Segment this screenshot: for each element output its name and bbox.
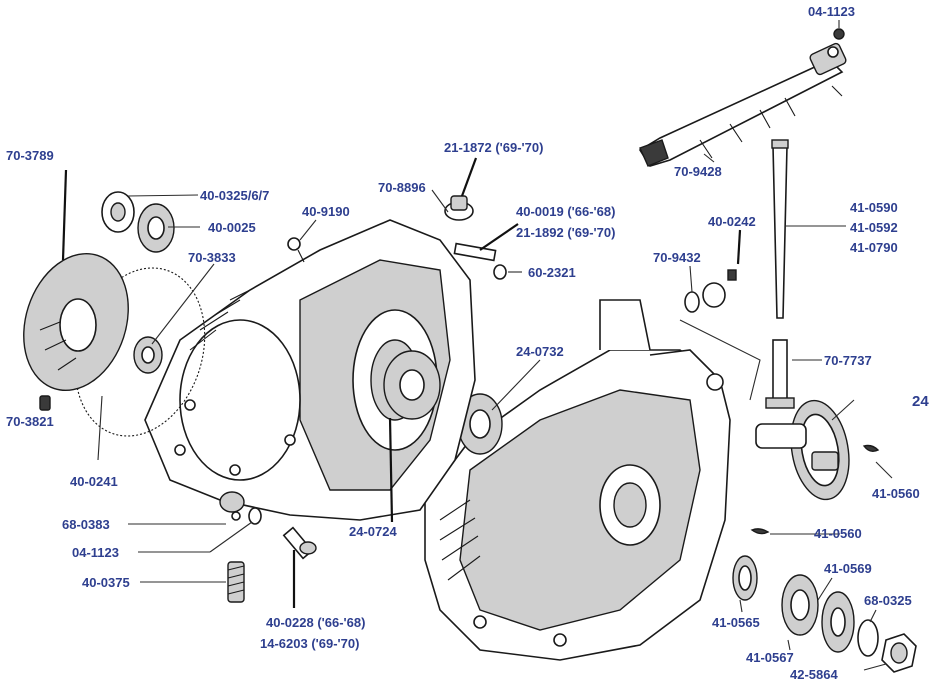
bushing-68-0383: [219, 491, 245, 521]
seal-40-0025: [137, 203, 175, 253]
screw-70-3821: [39, 395, 51, 411]
bearing-24-0732: [457, 393, 503, 455]
right-crankcase: [424, 299, 731, 661]
label-41-0560-right: 41-0560: [872, 486, 920, 501]
outer-cover: [23, 252, 129, 392]
plate-40-0242: [702, 269, 737, 308]
filler-plug: [444, 195, 474, 221]
label-40-0241: 40-0241: [70, 474, 118, 489]
label-41-0567: 41-0567: [746, 650, 794, 665]
label-70-3833: 70-3833: [188, 250, 236, 265]
label-41-0569: 41-0569: [824, 561, 872, 576]
label-21-1872: 21-1872 ('69-'70): [444, 140, 543, 155]
bolt-40-0228: [282, 526, 317, 560]
seal-70-3833: [133, 336, 163, 374]
stud-40-0375: [227, 561, 245, 603]
oil-seal-41-0565: [732, 555, 758, 601]
pinion-41-0567: [781, 574, 819, 636]
label-40-0325: 40-0325/6/7: [200, 188, 269, 203]
label-04-1123-top: 04-1123: [808, 4, 855, 19]
label-24-0724: 24-0724: [349, 524, 397, 539]
gasket-outline-line: [679, 319, 761, 401]
label-40-0228: 40-0228 ('66-'68): [266, 615, 365, 630]
label-40-0375: 40-0375: [82, 575, 130, 590]
washer-68-0325: [857, 619, 879, 657]
label-41-0565: 41-0565: [712, 615, 760, 630]
pushrod-tube: [771, 139, 789, 319]
label-41-0790: 41-0790: [850, 240, 898, 255]
nut-top: [833, 28, 845, 40]
eye-bolt: [287, 237, 305, 263]
nut-42-5864: [881, 633, 917, 673]
woodruff-key-mid: [750, 528, 770, 535]
label-24-0732: 24-0732: [516, 344, 564, 359]
breather-shaft: [638, 42, 847, 167]
label-68-0383: 68-0383: [62, 517, 110, 532]
gasket-70-9432: [684, 291, 700, 313]
stud-40-0019: [453, 242, 497, 262]
label-24: 24: [912, 393, 929, 410]
label-70-9432: 70-9432: [653, 250, 701, 265]
label-21-1892: 21-1892 ('69-'70): [516, 225, 615, 240]
woodruff-key-right: [862, 444, 880, 453]
label-70-7737: 70-7737: [824, 353, 872, 368]
label-41-0592: 41-0592: [850, 220, 898, 235]
spacer-40-0325: [101, 191, 135, 233]
label-42-5864: 42-5864: [790, 667, 838, 682]
label-04-1123-low: 04-1123: [72, 545, 119, 560]
gear-41-0569: [821, 591, 855, 653]
label-70-8896: 70-8896: [378, 180, 426, 195]
bearing-24-0724: [383, 350, 441, 420]
washer-60-2321: [493, 264, 507, 280]
label-41-0590: 41-0590: [850, 200, 898, 215]
nut-04-1123-low: [248, 507, 262, 525]
label-40-0242: 40-0242: [708, 214, 756, 229]
tappet: [765, 339, 795, 409]
label-60-2321: 60-2321: [528, 265, 576, 280]
label-40-9190: 40-9190: [302, 204, 350, 219]
label-70-3789: 70-3789: [6, 148, 54, 163]
label-40-0019: 40-0019 ('66-'68): [516, 204, 615, 219]
leader-lines: [61, 20, 893, 671]
label-68-0325: 68-0325: [864, 593, 912, 608]
label-40-0025: 40-0025: [208, 220, 256, 235]
label-14-6203: 14-6203 ('69-'70): [260, 636, 359, 651]
label-41-0560-mid: 41-0560: [814, 526, 862, 541]
label-70-9428: 70-9428: [674, 164, 722, 179]
label-70-3821: 70-3821: [6, 414, 54, 429]
camshaft-gear: [755, 399, 850, 501]
